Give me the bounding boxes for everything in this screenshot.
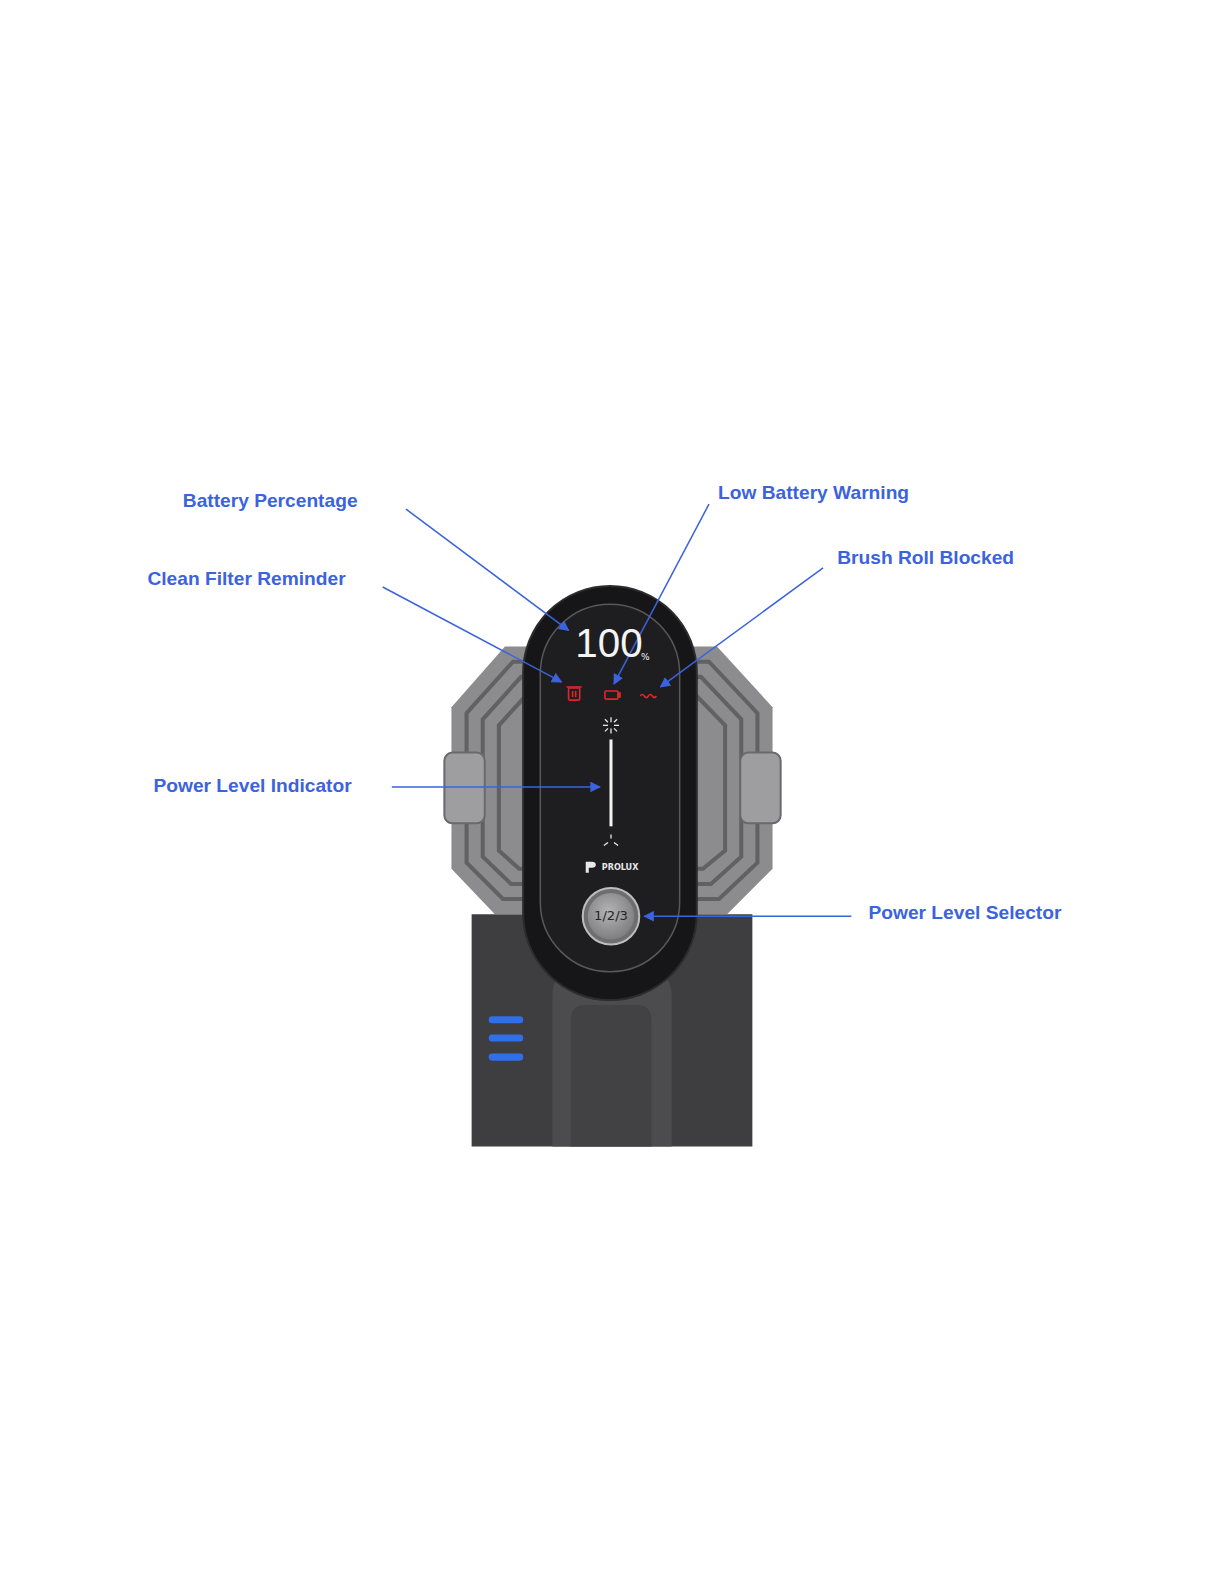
- callout-label: Low Battery Warning: [718, 482, 909, 504]
- charge-light: [489, 1034, 523, 1041]
- leader-line: [392, 786, 600, 788]
- sparkle-icon: [603, 717, 619, 733]
- filter-icon: [567, 687, 582, 700]
- charge-light: [489, 1054, 523, 1061]
- release-button: [740, 753, 780, 824]
- brush-roll-icon: [640, 695, 656, 698]
- callout-label: Brush Roll Blocked: [837, 547, 1014, 569]
- percent-sign: %: [641, 652, 650, 662]
- battery-readout: 100: [575, 620, 642, 666]
- leader-line: [660, 568, 823, 687]
- selector-button-face: [588, 893, 634, 939]
- low-power-icon: [604, 834, 618, 845]
- leader-line: [383, 587, 562, 682]
- selector-label: 1/2/3: [594, 908, 628, 923]
- leader-lines: [383, 504, 852, 916]
- leader-line: [644, 915, 851, 917]
- charge-light: [489, 1016, 523, 1023]
- logo-mark: [586, 862, 596, 873]
- brand-logo: PROLUX: [602, 863, 639, 872]
- power-level-bar: [609, 739, 612, 826]
- display-housing: [523, 586, 697, 1000]
- callout-label: Power Level Selector: [869, 902, 1062, 924]
- callout-label: Battery Percentage: [183, 490, 358, 512]
- callout-label: Power Level Indicator: [154, 775, 352, 797]
- handle-grip-inner: [571, 1005, 652, 1146]
- release-button: [444, 753, 484, 824]
- selector-button: [583, 888, 640, 945]
- battery-icon: [605, 691, 620, 699]
- callout-label: Clean Filter Reminder: [147, 568, 345, 590]
